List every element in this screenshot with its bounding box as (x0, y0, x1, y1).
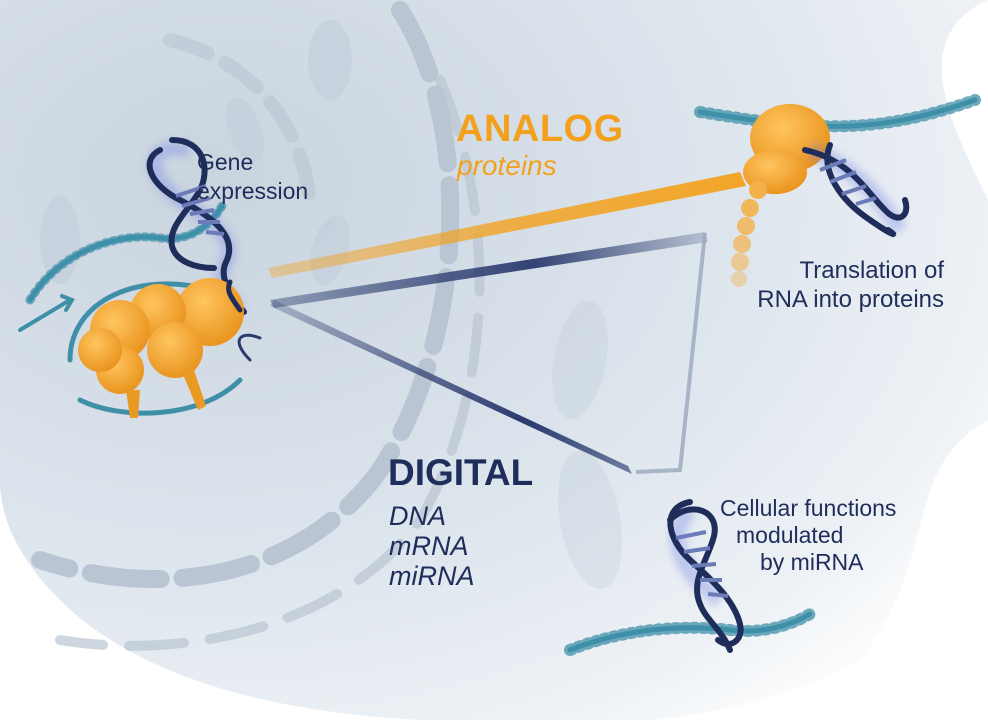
rna-strand-top-right (694, 94, 981, 133)
translation-line-1: Translation of (799, 257, 944, 284)
nucleus-membrane (31, 1, 485, 651)
gene-expression-line-1: Gene (197, 149, 254, 175)
cellular-line-3: by miRNA (760, 549, 864, 575)
translation-line-2: RNA into proteins (757, 286, 944, 313)
translation-label: Translation of RNA into proteins (712, 256, 944, 314)
cellular-line-2: modulated (736, 522, 844, 548)
digital-title: DIGITAL (388, 452, 534, 493)
digital-beam-lower (270, 300, 632, 474)
cellular-line-1: Cellular functions (720, 495, 897, 521)
dna-helix-right-icon (802, 142, 910, 238)
analog-title: ANALOG (456, 108, 624, 150)
rna-strand-bottom-right (564, 608, 816, 656)
digital-beam-upper (270, 232, 708, 308)
analog-subtitle: proteins (457, 150, 557, 181)
analog-beam (268, 172, 746, 278)
protein-complex-icon (78, 278, 244, 418)
digital-triangle-outline (635, 232, 707, 474)
digital-item-dna: DNA (389, 501, 447, 531)
digital-item-mrna: mRNA (389, 531, 469, 561)
gene-expression-line-2: expression (197, 178, 309, 204)
gene-expression-label: Gene expression (197, 148, 308, 206)
organelles (40, 20, 622, 590)
digital-list: DNA mRNA miRNA (389, 501, 475, 591)
digital-item-mirna: miRNA (389, 561, 475, 591)
dna-helix-bottom-icon (667, 499, 744, 653)
cellular-functions-label: Cellular functions modulated by miRNA (712, 495, 952, 576)
